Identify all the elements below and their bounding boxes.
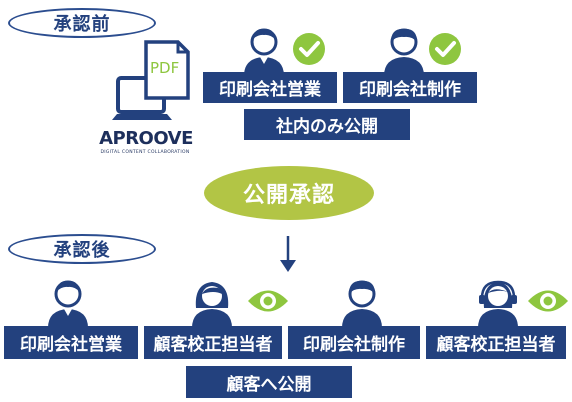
role-box-customer-proofer: 顧客校正担当者 (426, 326, 566, 359)
pdf-label: PDF (150, 59, 179, 77)
customer-publish-box: 顧客へ公開 (186, 366, 352, 398)
internal-only-box: 社内のみ公開 (244, 109, 410, 140)
down-arrow-icon (280, 236, 296, 272)
role-box-sales: 印刷会社営業 (203, 72, 337, 103)
before-approval-phase-label: 承認前 (8, 8, 156, 38)
aproove-logo: APROOVE (99, 128, 193, 149)
production-person-icon (384, 28, 424, 76)
eye-icon (248, 290, 288, 312)
role-box-production: 印刷会社制作 (288, 326, 420, 359)
aproove-tagline: DIGITAL CONTENT COLLABORATION (100, 150, 190, 155)
production-person-icon (342, 280, 382, 328)
role-box-production: 印刷会社制作 (343, 72, 477, 103)
customer-proofer-icon (192, 282, 232, 328)
role-box-sales: 印刷会社営業 (4, 326, 138, 359)
after-approval-phase-label: 承認後 (8, 234, 156, 264)
publish-approval-oval: 公開承認 (204, 166, 374, 220)
sales-person-icon (244, 28, 284, 76)
pdf-monitor-icon: PDF (112, 40, 190, 120)
eye-icon (528, 290, 568, 312)
role-box-customer-proofer: 顧客校正担当者 (144, 326, 282, 359)
check-icon (429, 33, 461, 65)
check-icon (293, 33, 325, 65)
sales-person-icon (48, 280, 88, 328)
customer-proofer-headset-icon (478, 280, 518, 328)
